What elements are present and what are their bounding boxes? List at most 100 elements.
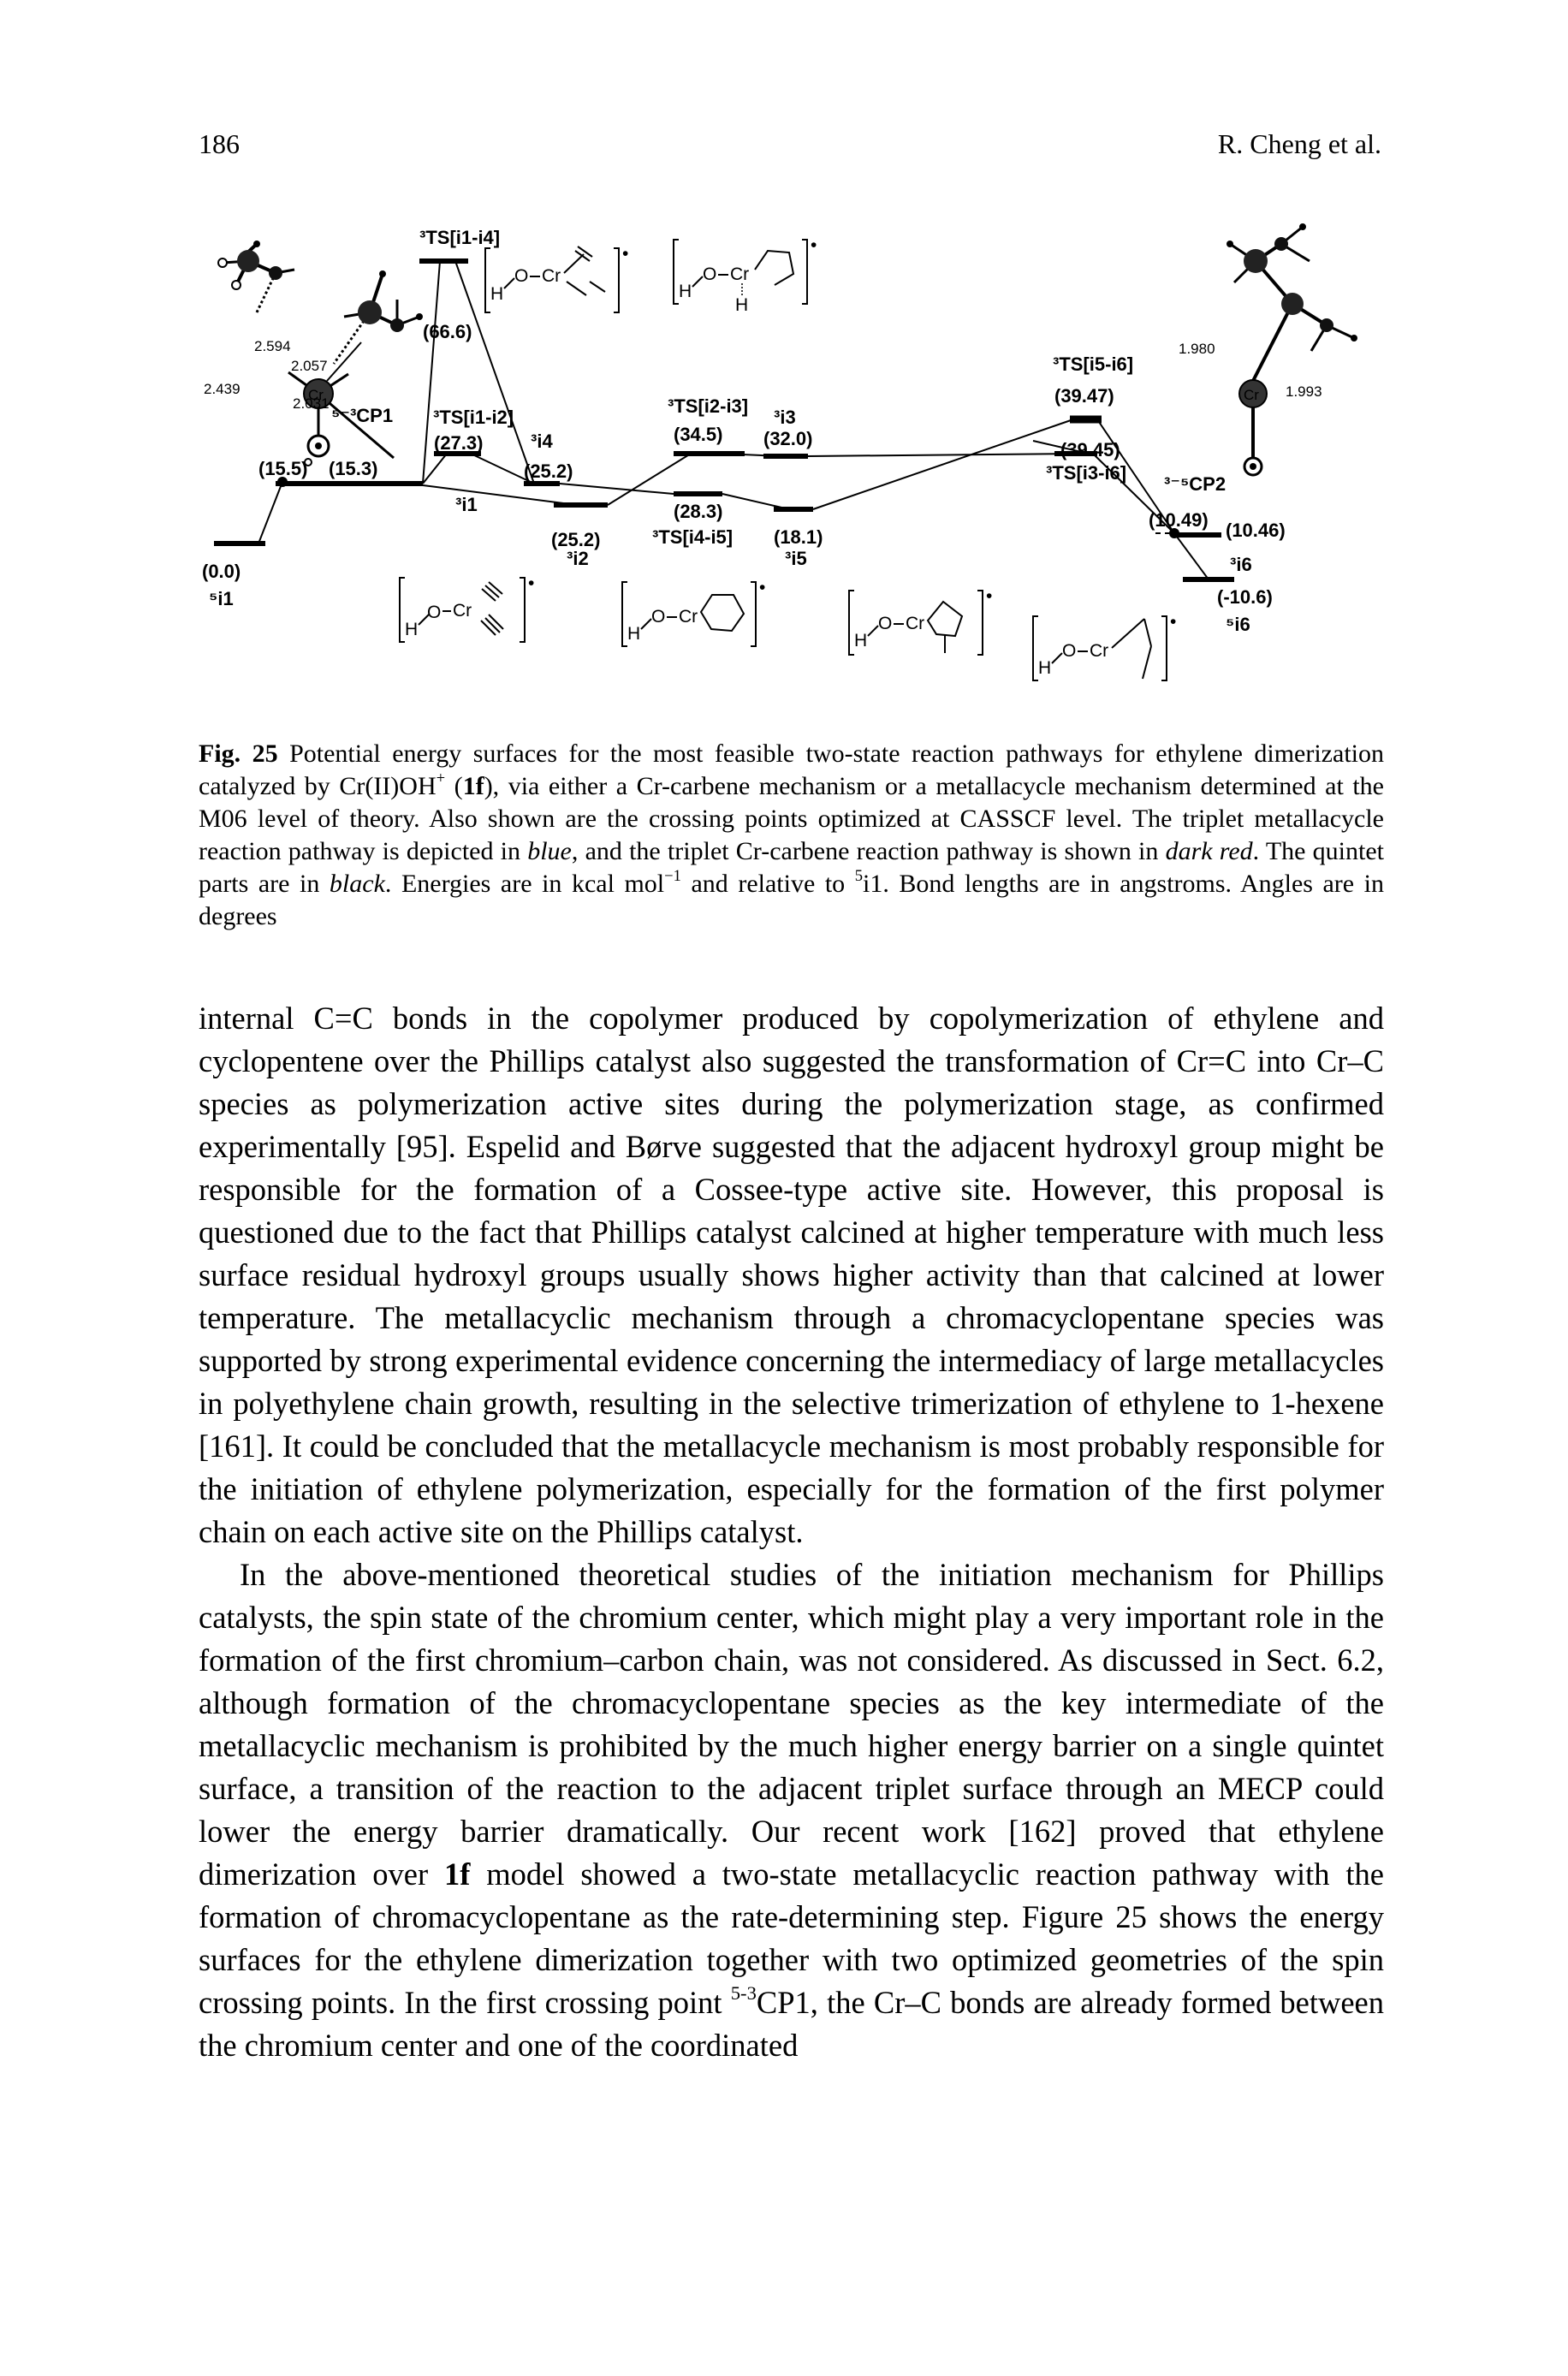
state-labels: ⁵i1 ³i1 ⁵⁻³CP1 ³TS[i1-i4] ³TS[i1-i2] ³i4… (209, 227, 1252, 635)
caption-text: ( (445, 772, 463, 800)
energy-diagram-figure: Cr 2.594 2.057 2.439 2.031 (199, 210, 1380, 715)
state-ts-i1i4: ³TS[i1-i4] (419, 227, 500, 248)
atom-cr: Cr (730, 264, 749, 284)
energy-cp2-a: (10.49) (1149, 509, 1209, 531)
state-i2-3: ³i2 (567, 548, 589, 569)
caption-model-id: 1f (462, 772, 484, 800)
bond-length-1: 2.594 (254, 338, 291, 354)
paragraph-2: In the above-mentioned theoretical studi… (199, 1553, 1384, 2067)
radical-dot: • (622, 244, 628, 264)
structure-inset-ts-i2i3: • H O Cr H (673, 235, 817, 315)
paragraph-text: model showed a two-state metallacyclic r… (199, 1856, 1384, 2020)
radical-dot: • (986, 586, 992, 606)
energy-i1-5: (0.0) (202, 561, 241, 582)
bond-length-2: 2.057 (291, 358, 328, 374)
structure-inset-ts-i1i4: • H O Cr (484, 244, 628, 313)
energy-i4-3: (25.2) (524, 460, 573, 482)
state-i5-3: ³i5 (785, 548, 807, 569)
cp1-cr-atom-label: Cr (308, 387, 324, 403)
energy-i6-5: (-10.6) (1217, 586, 1273, 608)
state-ts-i5i6: ³TS[i5-i6] (1053, 353, 1133, 375)
atom-o: O (878, 614, 892, 633)
state-ts-i4i5: ³TS[i4-i5] (652, 526, 733, 548)
paragraph-1: internal C=C bonds in the copolymer prod… (199, 1001, 1384, 1549)
cp2-geometry: Cr 1.980 1.993 (1179, 223, 1357, 477)
paragraph-text: In the above-mentioned theoretical studi… (199, 1557, 1384, 1892)
radical-dot: • (759, 578, 765, 597)
energy-ts-i1i2: (27.3) (434, 432, 483, 454)
atom-h: H (490, 284, 503, 304)
energy-ts-i2i3: (34.5) (674, 424, 722, 445)
caption-superscript: −1 (664, 866, 681, 885)
atom-h: H (735, 295, 748, 315)
bond-length-4: 2.031 (293, 395, 330, 412)
atom-o: O (651, 607, 665, 627)
energy-ts-i4i5: (28.3) (674, 501, 722, 522)
body-text: internal C=C bonds in the copolymer prod… (199, 997, 1384, 2067)
paragraph-superscript: 5-3 (730, 1982, 757, 2005)
state-cp2: ³⁻⁵CP2 (1164, 473, 1226, 495)
state-i6-5: ⁵i6 (1226, 614, 1250, 635)
energy-diagram: Cr 2.594 2.057 2.439 2.031 (202, 223, 1357, 681)
figure-caption: Fig. 25 Potential energy surfaces for th… (199, 738, 1384, 933)
cp1-geometry: Cr 2.594 2.057 2.439 2.031 (204, 241, 423, 466)
caption-text: , and the triplet Cr-carbene reaction pa… (571, 837, 1166, 865)
page-number: 186 (199, 128, 240, 159)
energy-ts-i1i4: (66.6) (423, 321, 472, 342)
atom-cr: Cr (1090, 641, 1108, 661)
atom-cr: Cr (542, 266, 561, 286)
energy-i2-3: (25.2) (551, 529, 600, 550)
energy-labels: (0.0) (15.5) (15.3) (66.6) (27.3) (25.2)… (202, 321, 1286, 608)
structure-inset-i1: • H O Cr (399, 573, 534, 643)
state-i6-3: ³i6 (1230, 554, 1252, 575)
atom-o: O (514, 266, 528, 286)
atom-cr: Cr (453, 601, 472, 621)
state-ts-i3i6: ³TS[i3-i6] (1046, 462, 1126, 484)
figure-label: Fig. 25 (199, 740, 278, 768)
running-head-authors: R. Cheng et al. (1217, 128, 1381, 159)
atom-h: H (627, 624, 640, 644)
atom-cr: Cr (679, 607, 698, 627)
running-head: 186 R. Cheng et al. (199, 128, 1381, 171)
atom-h: H (854, 631, 867, 650)
caption-italic-black: black (329, 870, 385, 898)
atom-h: H (1038, 658, 1051, 678)
structure-inset-i2: • H O Cr (621, 578, 765, 647)
energy-i5-3: (18.1) (774, 526, 823, 548)
radical-dot: • (528, 573, 534, 593)
caption-superscript: 5 (854, 866, 864, 885)
radical-dot: • (1170, 612, 1176, 632)
atom-h: H (679, 282, 692, 301)
caption-text: Potential energy surfaces for the most f… (199, 740, 1384, 800)
caption-italic-blue: blue (527, 837, 572, 865)
state-cp1: ⁵⁻³CP1 (331, 405, 393, 426)
energy-levels (214, 258, 1234, 582)
caption-superscript: + (436, 769, 446, 787)
caption-italic-dark-red: dark red (1165, 837, 1253, 865)
structure-inset-i5: • H O Cr (848, 586, 992, 656)
cp2-cr-atom-label: Cr (1244, 387, 1259, 403)
energy-ts-i3i6: (39.45) (1060, 439, 1120, 460)
state-i1-3: ³i1 (455, 494, 478, 515)
state-ts-i1i2: ³TS[i1-i2] (433, 407, 514, 428)
state-i1-5: ⁵i1 (209, 588, 234, 609)
bond-length-5: 1.980 (1179, 341, 1215, 357)
state-i3-3: ³i3 (774, 407, 796, 428)
caption-text: ), via either a Cr-carbene mechanism or … (199, 772, 1384, 865)
energy-cp1-b: (15.3) (329, 458, 377, 479)
energy-i3-3: (32.0) (763, 428, 812, 449)
caption-text: i1. Bond lengths are in angstroms. Angle… (199, 870, 1384, 930)
state-ts-i2i3: ³TS[i2-i3] (668, 395, 748, 417)
paragraph-model-id: 1f (444, 1856, 471, 1892)
atom-o: O (427, 603, 441, 622)
bond-length-3: 2.439 (204, 381, 241, 397)
bond-length-6: 1.993 (1286, 383, 1322, 400)
structure-inset-i6: • H O Cr (1032, 612, 1176, 681)
atom-cr: Cr (906, 614, 924, 633)
atom-o: O (1062, 641, 1076, 661)
energy-ts-i5i6: (39.47) (1054, 385, 1114, 407)
energy-cp2-b: (10.46) (1226, 520, 1286, 541)
paragraph-text: CP1, the Cr–C bonds are already formed b… (199, 1985, 1384, 2063)
atom-h: H (405, 620, 418, 639)
